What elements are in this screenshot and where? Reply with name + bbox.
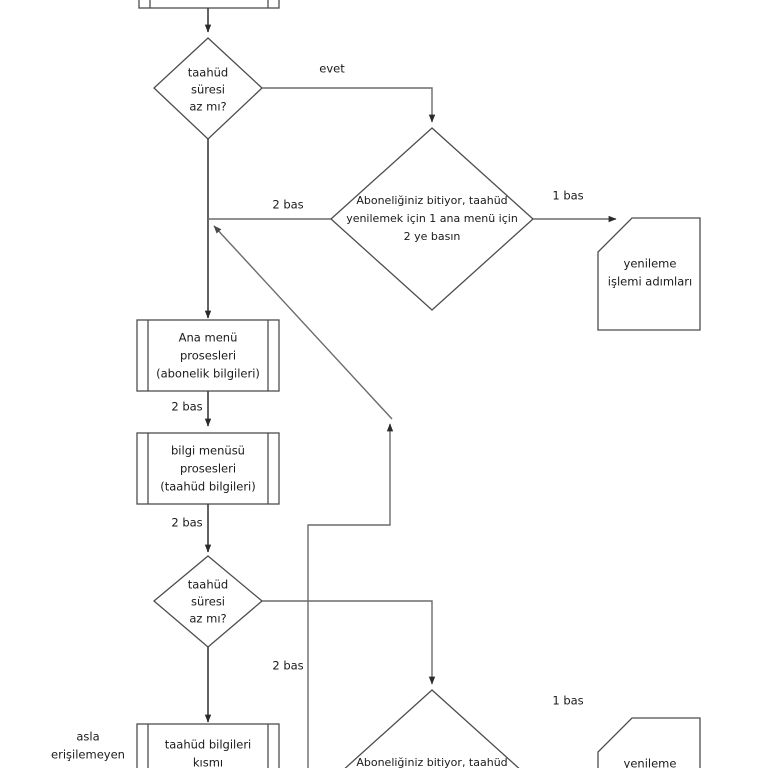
edge-label-evet-1: evet: [319, 62, 345, 76]
edge-diagonal-return: [213, 225, 393, 420]
process-1-line3: (abonelik bilgileri): [156, 367, 260, 381]
node-top-process-partial[interactable]: [138, 0, 280, 9]
edge-label-2bas-1: 2 bas: [272, 198, 303, 212]
process-2-line2: prosesleri: [180, 462, 236, 476]
decision-1-line2: süresi: [191, 83, 225, 97]
note-unreachable-line2: erişilemeyen: [51, 748, 125, 762]
process-1-line1: Ana menü: [179, 331, 238, 345]
doc-1-line2: işlemi adımları: [608, 275, 692, 289]
decision-3-line3: az mı?: [189, 612, 226, 626]
node-process-3[interactable]: taahüd bilgileri kısmı: [136, 723, 280, 768]
note-unreachable-line1: asla: [76, 730, 99, 744]
node-doc-2[interactable]: yenileme: [597, 717, 701, 768]
edge-label-2bas-3: 2 bas: [171, 516, 202, 530]
edge-label-1bas-2: 1 bas: [552, 694, 583, 708]
process-1-line2: prosesleri: [180, 349, 236, 363]
node-process-2[interactable]: bilgi menüsü prosesleri (taahüd bilgiler…: [136, 432, 280, 505]
decision-3-line1: taahüd: [188, 578, 228, 592]
node-decision-2[interactable]: Aboneliğiniz bitiyor, taahüd yenilemek i…: [330, 127, 534, 311]
decision-4-line1: Aboneliğiniz bitiyor, taahüd: [356, 756, 507, 768]
process-2-line1: bilgi menüsü: [171, 444, 245, 458]
node-decision-4[interactable]: Aboneliğiniz bitiyor, taahüd yenilemek i…: [331, 689, 533, 768]
node-decision-3[interactable]: taahüd süresi az mı?: [152, 555, 264, 648]
process-3-line2: kısmı: [193, 756, 223, 768]
edge-decision3-to-decision4: [262, 600, 436, 685]
node-decision-1[interactable]: taahüd süresi az mı?: [153, 37, 263, 140]
decision-2-line1: Aboneliğiniz bitiyor, taahüd: [356, 194, 507, 207]
decision-1-line1: taahüd: [188, 66, 228, 80]
node-doc-1[interactable]: yenileme işlemi adımları: [597, 217, 701, 331]
process-3-line1: taahüd bilgileri: [165, 738, 252, 752]
edge-label-2bas-2: 2 bas: [171, 400, 202, 414]
node-process-1[interactable]: Ana menü prosesleri (abonelik bilgileri): [136, 319, 280, 392]
edge-label-2bas-4: 2 bas: [272, 659, 303, 673]
doc-1-line1: yenileme: [624, 257, 677, 271]
edge-decision1-evet: [262, 87, 436, 123]
note-unreachable: asla erişilemeyen: [51, 730, 125, 762]
decision-2-line2: yenilemek için 1 ana menü için: [346, 212, 518, 225]
decision-1-line3: az mı?: [189, 100, 226, 114]
process-2-line3: (taahüd bilgileri): [160, 480, 256, 494]
edge-decision4-feedback: [307, 423, 394, 768]
edge-label-1bas-1: 1 bas: [552, 189, 583, 203]
decision-3-line2: süresi: [191, 595, 225, 609]
doc-2-line1: yenileme: [624, 757, 677, 768]
decision-2-line3: 2 ye basın: [404, 230, 461, 243]
